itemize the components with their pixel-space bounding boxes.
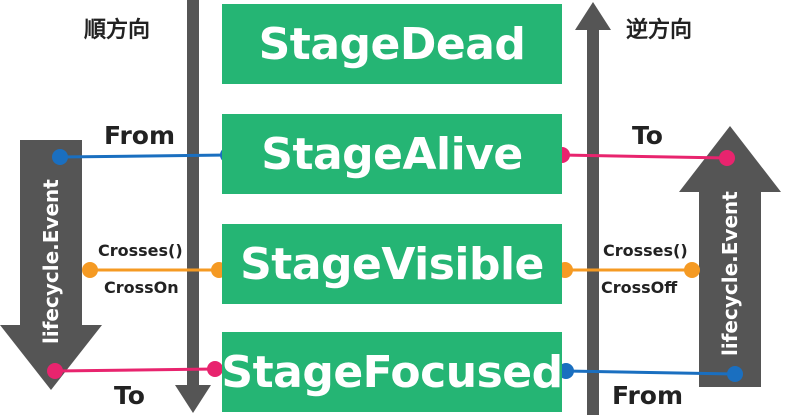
stage-dead-box: StageDead — [222, 4, 562, 84]
stage-focused-box: StageFocused — [221, 332, 563, 412]
forward-direction-heading: 順方向 — [84, 18, 151, 43]
reverse-direction-arrow — [575, 2, 611, 415]
right-crosses-connector — [557, 262, 700, 278]
forward-direction-arrow — [175, 0, 211, 413]
reverse-direction-heading: 逆方向 — [626, 18, 693, 43]
stage-visible-box: StageVisible — [222, 224, 562, 304]
right-crossoff-label: CrossOff — [601, 278, 678, 297]
right-event-arrow — [679, 126, 781, 387]
right-event-arrow-label: lifecycle.Event — [718, 191, 742, 356]
left-from-label: From — [104, 121, 176, 150]
left-event-arrow-label: lifecycle.Event — [39, 179, 63, 344]
left-crosses-label: Crosses() — [98, 241, 183, 260]
right-crosses-label: Crosses() — [603, 241, 688, 260]
left-crosses-connector — [82, 262, 227, 278]
stage-alive-box: StageAlive — [222, 114, 562, 194]
left-to-label: To — [114, 381, 145, 410]
right-from-connector — [558, 363, 743, 382]
right-to-label: To — [632, 121, 663, 150]
left-crosson-label: CrossOn — [104, 278, 179, 297]
right-from-label: From — [612, 381, 684, 410]
left-to-connector — [47, 361, 223, 379]
left-event-arrow — [0, 140, 102, 390]
